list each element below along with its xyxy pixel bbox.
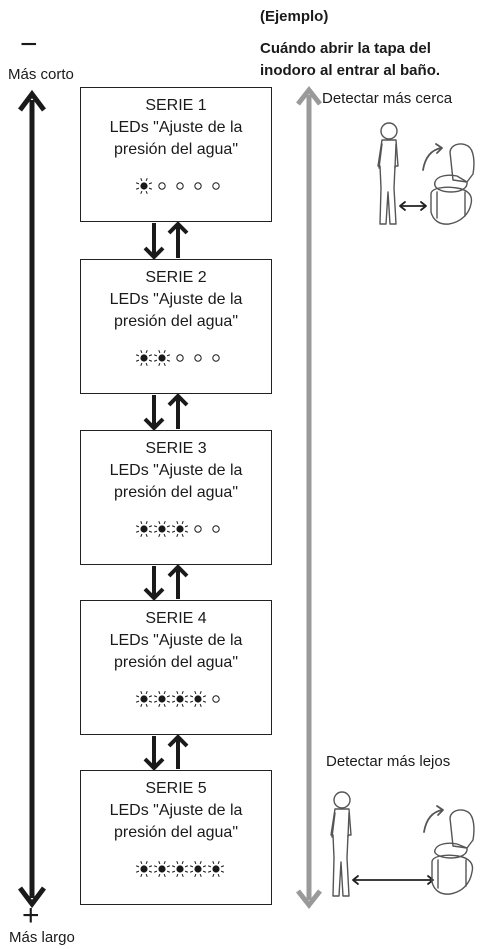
example-description-line1: Cuándo abrir la tapa del — [260, 40, 431, 57]
serie-3-leds — [135, 520, 220, 538]
led-lit — [171, 690, 189, 708]
longer-label: Más largo — [9, 929, 75, 946]
led-lit — [135, 690, 153, 708]
person-body — [377, 139, 399, 225]
person-far-toilet-illustration — [330, 791, 475, 897]
example-heading: (Ejemplo) — [260, 8, 329, 25]
minus-symbol: − — [20, 28, 38, 61]
down-arrow-1 — [143, 223, 165, 260]
led-lit — [135, 520, 153, 538]
up-arrow-4 — [167, 734, 189, 769]
plus-symbol: + — [22, 899, 40, 932]
detect-closer-label: Detectar más cerca — [322, 90, 453, 107]
toilet-tank — [449, 809, 475, 849]
shorter-label: Más corto — [8, 66, 74, 83]
left-double-arrow — [18, 89, 46, 909]
led-off — [158, 182, 166, 190]
serie-3-text-line2: presión del agua" — [114, 484, 238, 501]
serie-5-title: SERIE 5 — [145, 780, 207, 797]
led-off — [176, 182, 184, 190]
led-off — [176, 354, 184, 362]
serie-1-leds — [135, 177, 220, 195]
up-arrow-2 — [167, 393, 189, 429]
led-lit — [153, 520, 171, 538]
led-off — [194, 525, 202, 533]
led-off — [212, 525, 220, 533]
led-lit — [189, 690, 207, 708]
serie-3-title: SERIE 3 — [145, 440, 207, 457]
led-lit — [135, 177, 153, 195]
up-arrow-1 — [167, 221, 189, 258]
led-lit — [135, 349, 153, 367]
serie-5-leds — [135, 860, 225, 878]
serie-4-text-line1: LEDs "Ajuste de la — [109, 632, 243, 649]
serie-4-box: SERIE 4 LEDs "Ajuste de la presión del a… — [80, 600, 272, 735]
led-lit — [189, 860, 207, 878]
right-double-arrow — [296, 85, 322, 910]
serie-2-leds — [135, 349, 220, 367]
led-lit — [171, 520, 189, 538]
person-near-toilet-illustration — [377, 122, 475, 225]
person-head — [333, 791, 351, 809]
led-lit — [207, 860, 225, 878]
toilet-lid — [434, 174, 468, 193]
serie-3-box: SERIE 3 LEDs "Ajuste de la presión del a… — [80, 430, 272, 565]
serie-2-title: SERIE 2 — [145, 269, 207, 286]
led-off — [212, 354, 220, 362]
down-arrow-4 — [143, 736, 165, 771]
person-head — [380, 122, 398, 140]
serie-4-text-line2: presión del agua" — [114, 654, 238, 671]
connector-arrows — [143, 221, 189, 771]
serie-1-text-line2: presión del agua" — [114, 141, 238, 158]
serie-5-text-line1: LEDs "Ajuste de la — [109, 802, 243, 819]
serie-2-box: SERIE 2 LEDs "Ajuste de la presión del a… — [80, 259, 272, 394]
led-off — [194, 354, 202, 362]
down-arrow-2 — [143, 395, 165, 431]
led-off — [212, 695, 220, 703]
serie-4-leds — [135, 690, 220, 708]
led-off — [194, 182, 202, 190]
toilet-tank — [449, 143, 475, 183]
led-lit — [153, 690, 171, 708]
serie-5-box: SERIE 5 LEDs "Ajuste de la presión del a… — [80, 770, 272, 905]
led-off — [212, 182, 220, 190]
led-lit — [153, 349, 171, 367]
toilet-bowl — [431, 854, 474, 895]
serie-2-text-line2: presión del agua" — [114, 313, 238, 330]
up-arrow-3 — [167, 564, 189, 599]
down-arrow-3 — [143, 566, 165, 601]
led-lit — [135, 860, 153, 878]
toilet-bowl — [430, 186, 473, 225]
led-lit — [153, 860, 171, 878]
serie-4-title: SERIE 4 — [145, 610, 207, 627]
serie-5-text-line2: presión del agua" — [114, 824, 238, 841]
serie-1-title: SERIE 1 — [145, 97, 207, 114]
serie-3-text-line1: LEDs "Ajuste de la — [109, 462, 243, 479]
person-body — [330, 808, 352, 897]
serie-2-text-line1: LEDs "Ajuste de la — [109, 291, 243, 308]
serie-1-box: SERIE 1 LEDs "Ajuste de la presión del a… — [80, 87, 272, 222]
led-lit — [171, 860, 189, 878]
detect-farther-label: Detectar más lejos — [326, 753, 451, 770]
example-description-line2: inodoro al entrar al baño. — [260, 62, 441, 79]
serie-1-text-line1: LEDs "Ajuste de la — [109, 119, 243, 136]
